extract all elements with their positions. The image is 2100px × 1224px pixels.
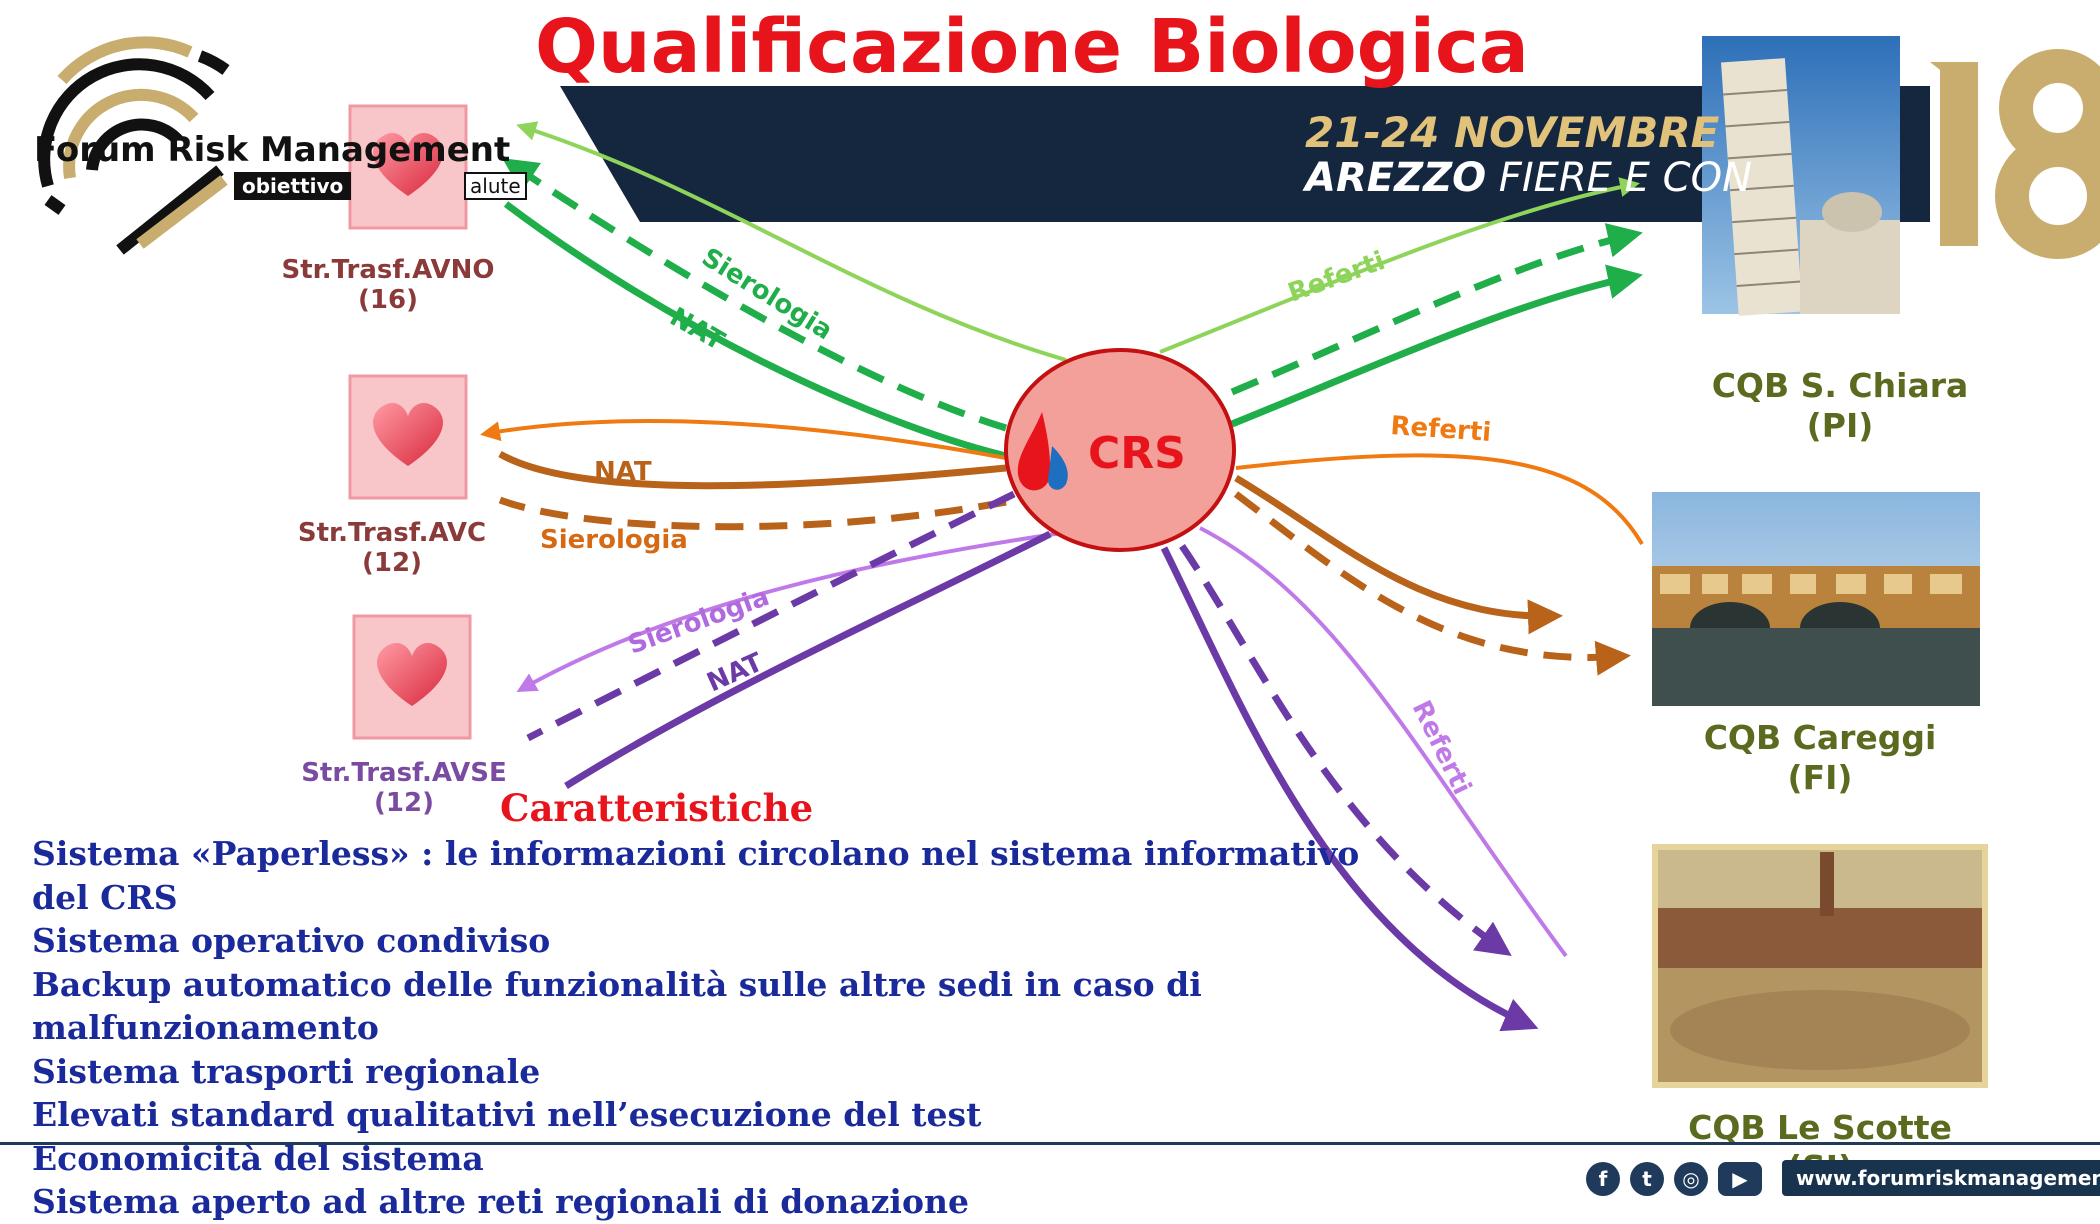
lab-label-fi: CQB Careggi (FI) [1660,718,1980,798]
list-item: Backup automatico delle funzionalità sul… [32,964,1202,1004]
flow-si-dashed [1179,544,1512,956]
venue-rest: FIERE E CON [1486,155,1752,201]
flow-label: Referti [1406,696,1477,800]
lab-city: (FI) [1787,758,1853,797]
list-item: del CRS [32,877,178,917]
website-link[interactable]: www.forumriskmanagement.it [1782,1160,2100,1196]
heart-icon [348,374,468,500]
lab-name: CQB S. Chiara [1711,366,1969,405]
service-count: (16) [358,285,418,315]
flow-pi-solid [1230,264,1643,428]
logo-tagline-right: alute [464,172,527,200]
service-count: (12) [374,788,434,818]
footer-divider [0,1142,2100,1145]
list-item: Sistema trasporti regionale [32,1051,541,1091]
list-item: malfunzionamento [32,1008,379,1047]
flow-si-referti [1199,526,1568,958]
flow-label: NAT [594,457,652,487]
flow-fi-referti [1235,453,1644,546]
lab-city: (PI) [1806,406,1874,445]
venue-city: AREZZO [1305,155,1487,201]
service-name: Str.Trasf.AVSE [301,758,507,788]
list-item: Sistema operativo condiviso [32,921,551,960]
pisa-tower-photo [1702,36,1900,316]
logo-name: Forum Risk Management [34,130,511,170]
flow-pi-referti [1159,177,1640,354]
list-item: Sistema aperto ad altre reti regionali d… [32,1182,969,1221]
forum-logo-mark [38,36,230,255]
ponte-vecchio-photo [1652,492,1980,706]
facebook-icon[interactable]: f [1586,1162,1620,1196]
logo-tagline-left: obiettivo [234,172,352,200]
lab-name: CQB Careggi [1703,718,1937,757]
event-venue: AREZZO FIERE E CON [1305,155,1752,201]
list-item: Elevati standard qualitativi nell’esecuz… [32,1095,982,1134]
flow-label: Referti [1390,411,1493,448]
service-label-avc: Str.Trasf.AVC (12) [270,518,514,578]
edition-number-18 [1930,49,2100,259]
flow-avc-referti-back [480,419,1007,460]
list-item: Economicità del sistema [32,1138,484,1178]
youtube-icon[interactable]: ▶ [1718,1162,1762,1196]
heart-icon [348,104,468,230]
instagram-icon[interactable]: ◎ [1674,1162,1708,1196]
page-title: Qualificazione Biologica [535,4,1529,90]
flow-avse-sierologia [526,490,1016,742]
flow-avno-sierologia [502,158,1008,432]
blood-drop-icon [1017,412,1068,491]
service-name: Str.Trasf.AVC [297,518,487,548]
flow-fi-solid [1234,474,1563,635]
twitter-icon[interactable]: t [1630,1162,1664,1196]
service-count: (12) [362,548,422,578]
crs-label: CRS [1088,428,1186,479]
flow-pi-dashed [1230,223,1643,396]
flow-avse-referti-back [516,530,1069,692]
list-item: Sistema «Paperless» : le informazioni ci… [32,834,1360,873]
lab-label-pi: CQB S. Chiara (PI) [1680,366,2000,446]
flow-avno-nat [503,201,1007,460]
lab-name: CQB Le Scotte [1688,1108,1952,1147]
crs-hub [1004,348,1236,552]
flow-label: NAT [665,302,730,357]
piazza-del-campo-photo [1652,844,1988,1088]
flow-si-solid [1160,546,1539,1032]
service-label-avno: Str.Trasf.AVNO (16) [266,255,510,315]
flow-avno-referti-back [516,121,1067,362]
characteristics-title: Caratteristiche [500,786,814,830]
service-name: Str.Trasf.AVNO [281,255,495,285]
flow-avse-nat [564,530,1052,789]
heart-icon [352,614,472,740]
flow-avc-sierologia [498,496,1007,531]
flow-label: Sierologia [540,525,688,555]
characteristics-list: Sistema «Paperless» : le informazioni ci… [32,832,1360,1224]
flow-avc-nat [498,450,1007,490]
event-dates: 21-24 NOVEMBRE [1305,108,1720,157]
flow-label: Referti [1284,246,1389,309]
flow-fi-dashed [1233,491,1631,676]
service-label-avse: Str.Trasf.AVSE (12) [280,758,528,818]
